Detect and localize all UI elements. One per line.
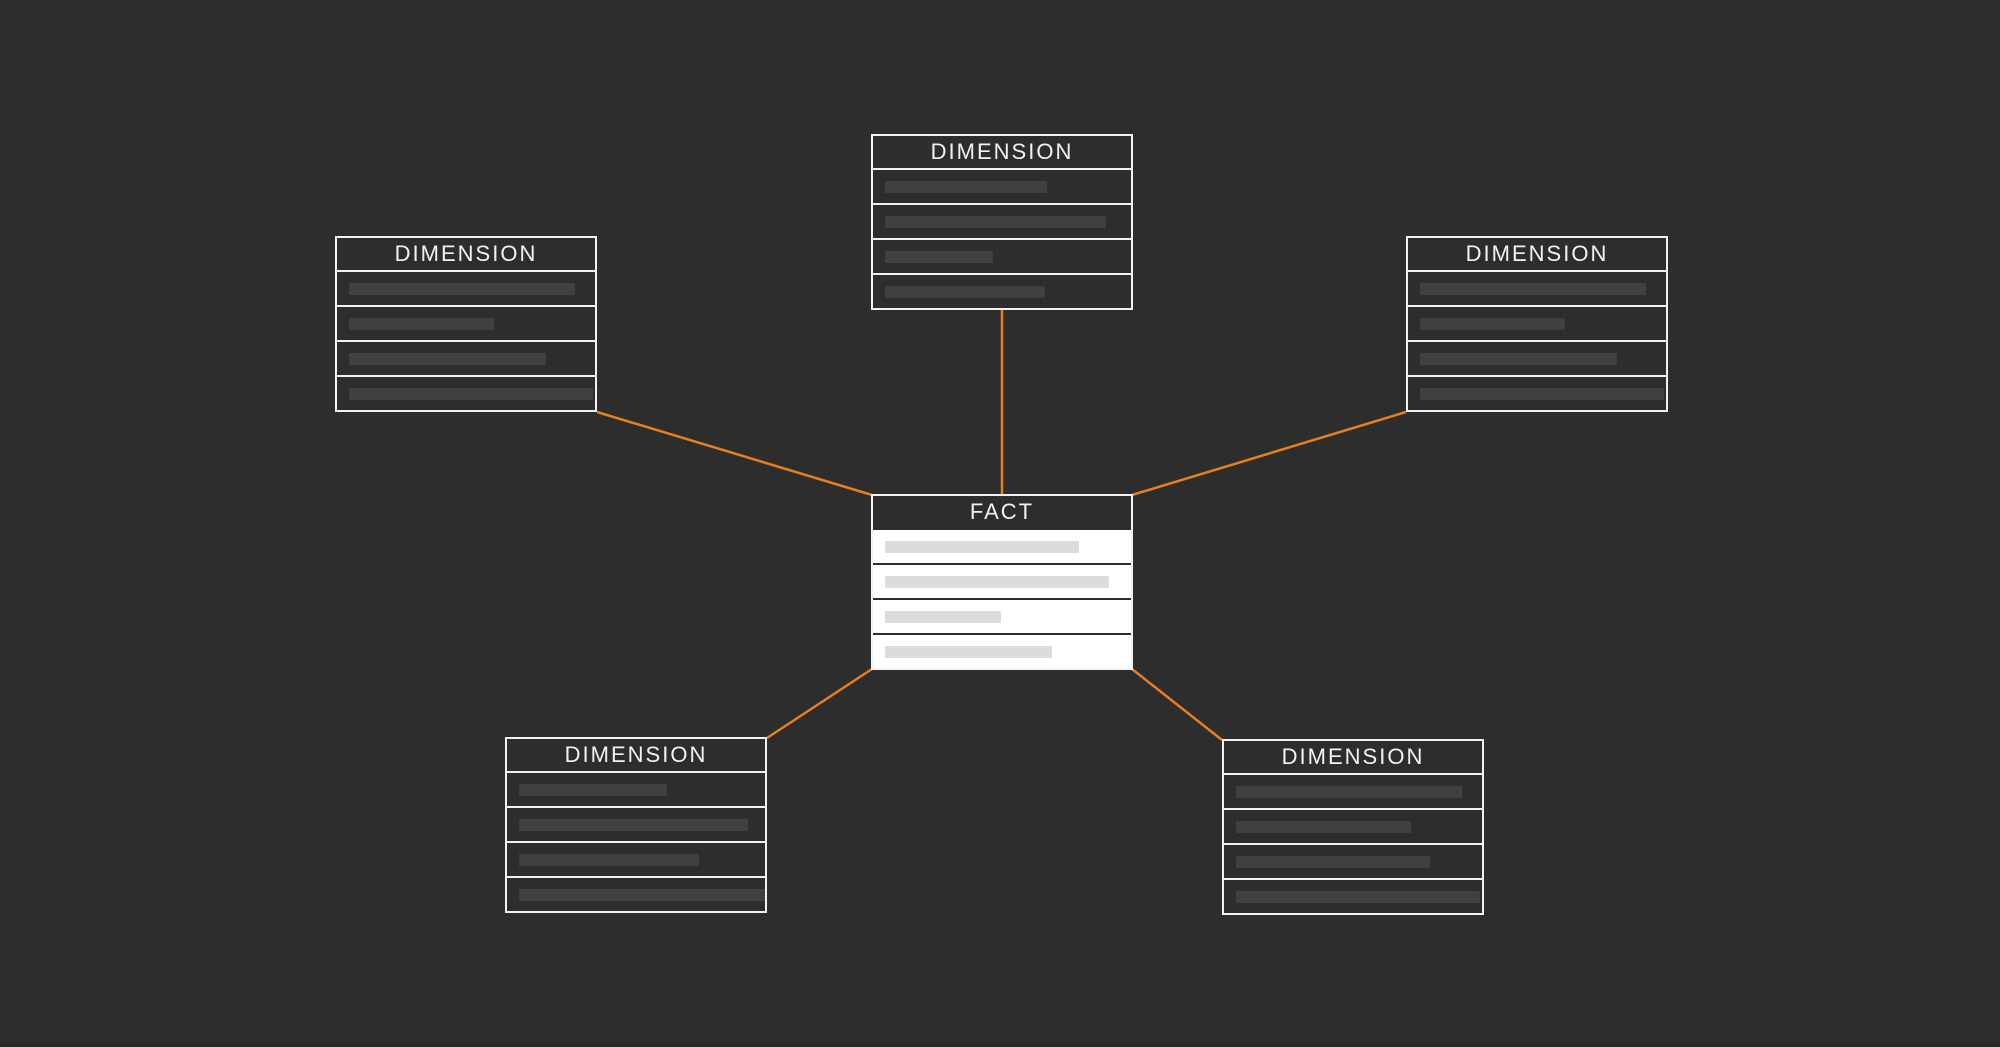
table-row bbox=[337, 340, 595, 375]
field-placeholder-bar bbox=[885, 540, 1080, 553]
table-row bbox=[337, 375, 595, 410]
table-title: DIMENSION bbox=[1281, 744, 1425, 769]
table-title: DIMENSION bbox=[930, 139, 1074, 164]
table-row bbox=[507, 806, 765, 841]
bottom-edge bbox=[0, 1042, 2000, 1047]
dimension-table-bottom-left[interactable]: DIMENSION bbox=[505, 737, 767, 913]
table-row bbox=[1224, 773, 1482, 808]
table-row bbox=[873, 598, 1131, 633]
fact-table[interactable]: FACT bbox=[871, 494, 1133, 670]
field-placeholder-bar bbox=[1420, 352, 1617, 365]
field-placeholder-bar bbox=[1236, 890, 1480, 903]
field-placeholder-bar bbox=[885, 215, 1107, 228]
table-row bbox=[507, 876, 765, 911]
table-rows bbox=[873, 528, 1131, 668]
dimension-table-top[interactable]: DIMENSION bbox=[871, 134, 1133, 310]
connector-dim-left-to-fact bbox=[596, 410, 873, 497]
field-placeholder-bar bbox=[885, 250, 994, 263]
field-placeholder-bar bbox=[885, 575, 1109, 588]
table-row bbox=[873, 203, 1131, 238]
connector-fact-to-dim-bottom-right bbox=[1131, 668, 1223, 741]
connector-fact-to-dim-bottom-left bbox=[766, 667, 873, 740]
table-rows bbox=[1224, 773, 1482, 913]
table-row bbox=[507, 771, 765, 806]
table-title: DIMENSION bbox=[394, 241, 538, 266]
table-row bbox=[1224, 843, 1482, 878]
table-row bbox=[873, 633, 1131, 668]
table-row bbox=[873, 238, 1131, 273]
table-row bbox=[337, 270, 595, 305]
table-row bbox=[337, 305, 595, 340]
table-row bbox=[873, 563, 1131, 598]
table-rows bbox=[337, 270, 595, 410]
field-placeholder-bar bbox=[349, 282, 576, 295]
field-placeholder-bar bbox=[885, 645, 1053, 658]
table-title: DIMENSION bbox=[564, 742, 708, 767]
table-rows bbox=[507, 771, 765, 911]
field-placeholder-bar bbox=[349, 317, 495, 330]
table-title: DIMENSION bbox=[1465, 241, 1609, 266]
table-row bbox=[873, 273, 1131, 308]
field-placeholder-bar bbox=[519, 888, 765, 901]
field-placeholder-bar bbox=[349, 352, 546, 365]
field-placeholder-bar bbox=[1420, 387, 1664, 400]
field-placeholder-bar bbox=[1420, 282, 1647, 295]
field-placeholder-bar bbox=[519, 783, 667, 796]
field-placeholder-bar bbox=[349, 387, 593, 400]
table-row bbox=[1224, 878, 1482, 913]
table-row bbox=[1408, 305, 1666, 340]
field-placeholder-bar bbox=[1236, 820, 1411, 833]
field-placeholder-bar bbox=[519, 818, 748, 831]
table-rows bbox=[873, 168, 1131, 308]
field-placeholder-bar bbox=[885, 180, 1048, 193]
field-placeholder-bar bbox=[1236, 785, 1463, 798]
connector-dim-right-to-fact bbox=[1131, 410, 1407, 497]
table-title: FACT bbox=[969, 499, 1035, 524]
dimension-table-right[interactable]: DIMENSION bbox=[1406, 236, 1668, 412]
dimension-table-bottom-right[interactable]: DIMENSION bbox=[1222, 739, 1484, 915]
table-row bbox=[873, 528, 1131, 563]
table-row bbox=[507, 841, 765, 876]
table-row bbox=[873, 168, 1131, 203]
dimension-table-left[interactable]: DIMENSION bbox=[335, 236, 597, 412]
field-placeholder-bar bbox=[1236, 855, 1431, 868]
table-row bbox=[1408, 270, 1666, 305]
table-row bbox=[1408, 375, 1666, 410]
table-rows bbox=[1408, 270, 1666, 410]
field-placeholder-bar bbox=[519, 853, 699, 866]
field-placeholder-bar bbox=[885, 285, 1045, 298]
field-placeholder-bar bbox=[1420, 317, 1566, 330]
table-row bbox=[1408, 340, 1666, 375]
table-row bbox=[1224, 808, 1482, 843]
field-placeholder-bar bbox=[885, 610, 1001, 623]
